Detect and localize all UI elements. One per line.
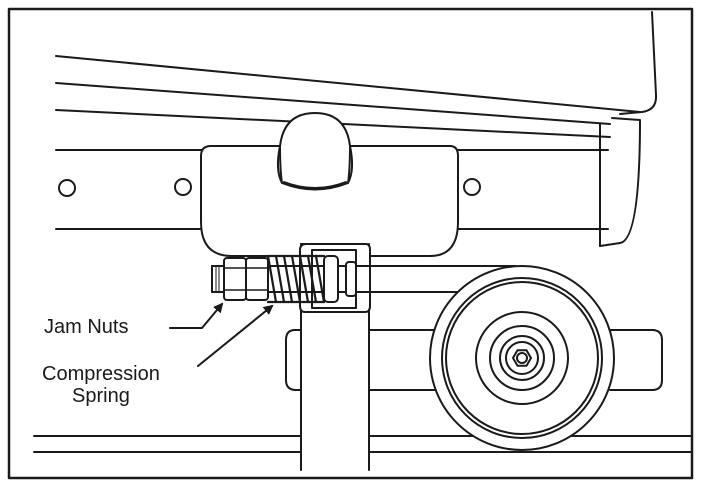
clamp-block (200, 145, 459, 257)
jam-nuts (223, 257, 269, 301)
compression-spring-label-line1: Compression (42, 363, 160, 385)
jam-nuts-label: Jam Nuts (44, 316, 129, 338)
rail-hole-center (174, 178, 192, 196)
compression-spring-label: Compression Spring (42, 363, 160, 407)
rail-hole-left (58, 179, 76, 197)
rail-hole-right (463, 178, 481, 196)
floor-lines (33, 435, 693, 453)
spring-leader (197, 304, 274, 367)
axle-nut (512, 349, 532, 367)
leader-lines (169, 302, 274, 367)
jam-nuts-leader (169, 302, 224, 329)
machine-housing (55, 11, 658, 247)
compression-spring (266, 254, 326, 304)
bracket-nut (323, 255, 357, 303)
mounting-rail (55, 149, 609, 230)
support-bar (285, 329, 663, 391)
compression-spring-label-line2: Spring (72, 385, 130, 407)
knob (276, 112, 354, 191)
diagram-frame (7, 7, 694, 480)
caster-wheel (429, 265, 615, 451)
